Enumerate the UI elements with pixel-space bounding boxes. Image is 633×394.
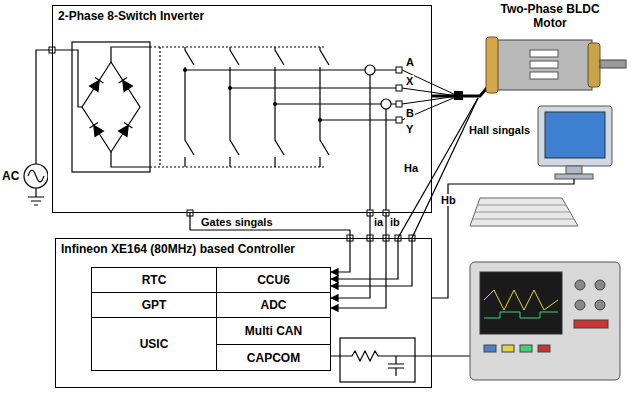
terminal-label: B	[405, 107, 415, 119]
signal-group-label: Hall singals	[468, 124, 531, 136]
output-wire	[230, 87, 396, 88]
peripheral-cell: CAPCOM	[216, 344, 331, 371]
switch-leg	[230, 47, 239, 167]
peripheral-cell: ADC	[216, 292, 331, 318]
peripheral-cell: Multi CAN	[216, 317, 331, 345]
node-text: USIC	[140, 337, 169, 351]
signal-label: Gates singals	[200, 216, 274, 228]
ac-input-wire	[52, 50, 82, 107]
current-sensor	[365, 65, 375, 75]
wire-connector	[36, 50, 52, 164]
wire-connector	[432, 95, 470, 98]
ac-source: AC	[2, 162, 48, 190]
node-text: 2-Phase 8-Switch Inverter	[58, 9, 204, 23]
rectifier-box	[72, 42, 150, 172]
node-text: Two-Phase BLDC Motor	[500, 2, 600, 30]
node-text: GPT	[142, 298, 167, 312]
signal-label: ia	[373, 216, 384, 228]
node-text: RTC	[142, 273, 167, 287]
peripheral-cell: GPT	[91, 292, 217, 318]
dc-rail	[111, 47, 150, 167]
peripheral-cell: USIC	[91, 317, 217, 371]
oscilloscope-illustration	[470, 262, 620, 380]
switch-leg	[185, 47, 194, 167]
wire-connector	[331, 213, 386, 308]
node-text: CCU6	[257, 273, 290, 287]
sine-symbol	[28, 170, 44, 182]
node-text: Infineon XE164 (80MHz) based Controller	[61, 242, 295, 256]
node-text: ADC	[261, 298, 287, 312]
inverter-circuit	[52, 42, 458, 213]
peripheral-cell: CCU6	[216, 267, 331, 293]
terminal-label: X	[405, 75, 414, 87]
motor-illustration	[470, 37, 626, 96]
diode-bridge	[82, 62, 140, 152]
peripheral-cell: RTC	[91, 267, 217, 293]
output-wire	[185, 69, 396, 70]
rc-filter	[330, 338, 470, 382]
motor: Two-Phase BLDC Motor	[470, 2, 628, 98]
output-wire	[275, 103, 396, 104]
signal-label: ib	[389, 216, 401, 228]
signal-label: Ha	[403, 162, 419, 174]
signal-label: Hb	[440, 194, 457, 206]
wire-connector	[331, 98, 478, 279]
output-wire	[320, 119, 396, 120]
ac-circle	[24, 164, 48, 188]
terminals	[49, 47, 463, 241]
wire-connector	[331, 98, 478, 286]
sensor-wire	[370, 75, 386, 213]
switch-leg	[275, 47, 284, 167]
node-text: AC	[2, 169, 19, 183]
wire-connector	[331, 213, 370, 298]
controller-box: Infineon XE164 (80MHz) based ControllerR…	[55, 238, 432, 388]
dc-rail-dotted	[150, 47, 325, 167]
terminal-label: Y	[405, 123, 414, 135]
node-text: Multi CAN	[245, 324, 302, 338]
inverter-box: 2-Phase 8-Switch Inverter	[52, 5, 432, 213]
ground-symbol	[28, 188, 44, 205]
node-text: CAPCOM	[247, 351, 300, 365]
current-sensor	[381, 99, 391, 109]
terminal-label: A	[405, 56, 415, 68]
switch-leg	[320, 47, 329, 167]
